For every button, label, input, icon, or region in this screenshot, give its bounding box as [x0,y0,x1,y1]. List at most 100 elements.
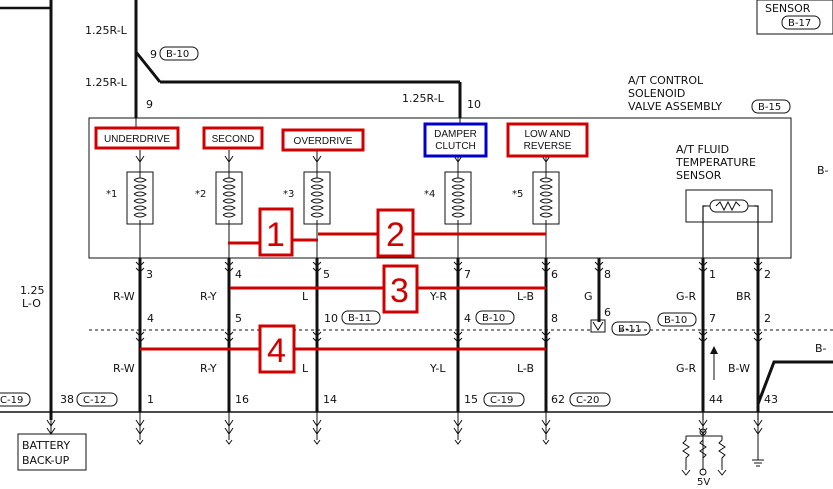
svg-text:LOW AND: LOW AND [524,129,570,140]
harness-wire-4 [453,258,463,412]
ecu-pin-44: 44 [709,393,723,406]
power-wire-10: 1.25R-L [402,92,445,105]
annotation-2: 2 [386,216,405,254]
pin-mid-4: 4 [147,312,154,325]
color-r-w-1: R-W [113,290,135,303]
ecu-pin-43: 43 [764,393,778,406]
c12: C-12 [83,395,106,406]
solenoid-4: *4 [424,150,472,258]
b10-a: B-10 [482,313,505,324]
annotation-3: 3 [390,272,409,310]
color-l-b-1: L-B [517,290,534,303]
b11-pill-a [341,310,381,325]
svg-text:DAMPER: DAMPER [434,129,477,140]
ecu-terminal-5 [453,412,463,445]
harness-wire-2 [224,258,234,412]
fluid-sensor-3: SENSOR [676,169,722,182]
pin-b15-1: 1 [709,268,716,281]
c20-pill [569,392,611,407]
ground-box [590,319,606,333]
power-wire-mid: 1.25R-L [85,76,128,89]
c19-pill [483,392,525,407]
pin-b15-5: 5 [323,268,330,281]
signal-arrow-icon [710,346,718,354]
assembly-title-1: A/T CONTROL [628,74,704,87]
pin-9: 9 [146,98,153,111]
ecu-pin-62: 62 [551,393,565,406]
assembly-title-3: VALVE ASSEMBLY [628,100,722,113]
pin-b15-2: 2 [764,268,771,281]
ecu-terminal-2 [135,412,145,445]
thermistor-zigzag [715,200,741,212]
pin-mid-5: 5 [235,312,242,325]
color-r-y-2: R-Y [200,362,217,375]
harness-wire-1 [135,258,145,412]
pullup-network [681,428,727,476]
annotation-4: 4 [267,332,286,370]
pin-mid-8: 8 [551,312,558,325]
solenoid-star-5: *5 [512,189,523,200]
c19: C-19 [490,395,513,406]
color-br: BR [736,290,752,303]
solenoid-2: *2 [195,150,243,258]
ecu-terminal-6 [541,412,551,445]
solenoid-1: *1 [106,150,154,258]
svg-text:OVERDRIVE: OVERDRIVE [294,136,353,147]
pin-10: 10 [467,98,481,111]
harness-wire-3 [312,258,322,412]
harness-wire-5 [541,258,551,412]
c20: C-20 [576,395,599,406]
ecu-pin-15: 15 [464,393,478,406]
color-r-w-2: R-W [113,362,135,375]
pin-mid-4b: 4 [464,312,471,325]
annotation-box-1 [258,207,294,257]
b-w-bend [756,360,833,405]
solenoid-star-4: *4 [424,189,435,200]
color-r-y-1: R-Y [200,290,217,303]
color-l-1: L [302,290,309,303]
svg-text:UNDERDRIVE: UNDERDRIVE [104,134,170,145]
svg-text:CLUTCH: CLUTCH [435,141,476,152]
fluid-sensor-2: TEMPERATURE [675,156,756,169]
splice-connector-pill [159,46,199,61]
solenoid-star-1: *1 [106,189,117,200]
color-y-l: Y-L [429,362,446,375]
pin-b15-4: 4 [235,268,242,281]
harness-wire-6 [594,258,604,322]
pin-b15-7: 7 [464,268,471,281]
fluid-sensor-box [685,189,773,223]
pin-mid-7: 7 [709,312,716,325]
pin-b15-8: 8 [604,268,611,281]
assembly-connector: B-15 [758,102,781,113]
b11-pill-b [611,321,651,336]
ecu-terminal-8 [752,412,764,467]
c19-left: C-19 [0,395,23,406]
solenoid-5: *5 [512,150,560,258]
b10-pill-b [657,312,697,327]
thermistor [709,199,749,213]
connector-label: B-17 [788,18,811,29]
battery-2: BACK-UP [22,454,70,467]
solenoid-assembly-box [88,117,792,259]
color-g-r-1: G-R [676,290,696,303]
assembly-connector-pill [751,99,791,114]
right-edge-b: B- [817,164,829,177]
ecu-terminal-1 [46,412,56,435]
svg-text:REVERSE: REVERSE [524,141,572,152]
color-l-2: L [302,362,309,375]
ecu-pin-16: 16 [235,393,249,406]
pin-b15-6: 6 [551,268,558,281]
battery-1: BATTERY [22,439,70,452]
voltage-5v: 5V [697,477,710,488]
pin-b15-3: 3 [146,268,153,281]
solenoid-star-3: *3 [283,189,294,200]
solenoid-label-2: SECOND [202,126,264,150]
power-wire-top: 1.25R-L [85,24,128,37]
harness-wire-8 [753,258,763,412]
battery-box [17,433,87,471]
harness-wire-7 [698,258,708,412]
pin-mid-6: 6 [604,306,611,319]
